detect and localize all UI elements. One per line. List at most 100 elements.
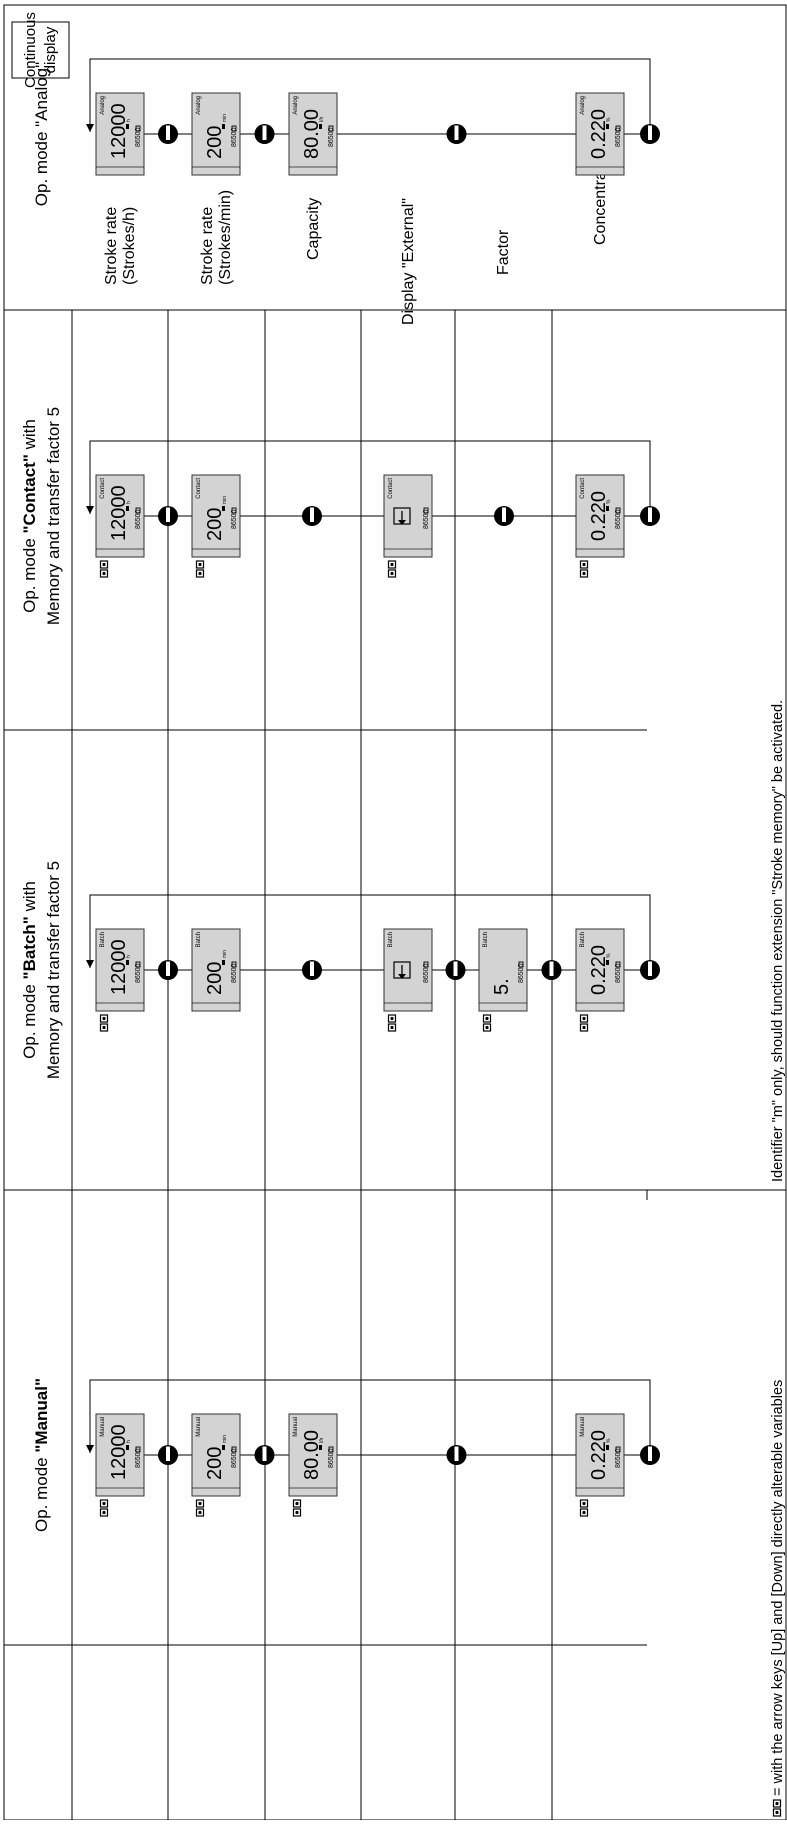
- lcd-code: 86500: [231, 1448, 238, 1468]
- info-key-icon: [445, 960, 466, 980]
- legend-row-label: Capacity: [305, 198, 322, 260]
- lcd-mode-label: Analog: [580, 96, 586, 115]
- stroke-symbol-icon: [319, 124, 322, 129]
- loop-back-line: [89, 58, 651, 135]
- arrow-keys-icon: [292, 1499, 302, 1517]
- lcd-mode-label: Manual: [580, 1417, 586, 1437]
- title-segment: Op. mode: [20, 534, 39, 613]
- lcd-display-batch: Batch 86500: [383, 928, 433, 1012]
- lcd-code: 86500: [423, 509, 430, 529]
- lcd-value: 0.220: [588, 945, 610, 995]
- stroke-symbol-icon: [319, 1445, 322, 1450]
- lcd-code: 86500: [615, 127, 622, 147]
- title-segment: with: [20, 881, 39, 916]
- lcd-value: 80.00: [301, 109, 323, 159]
- legend-row-label: Factor: [495, 229, 512, 275]
- lcd-code: 86500: [231, 509, 238, 529]
- lcd-unit: l/h: [319, 1438, 325, 1444]
- lcd-code: 86500: [135, 1448, 142, 1468]
- info-key-icon: [640, 960, 660, 980]
- lcd-unit: l/h: [319, 117, 325, 123]
- footnote-identifier: Identifier "m" only, should function ext…: [770, 700, 786, 1182]
- lcd-value: 12000: [108, 1424, 130, 1480]
- lcd-screen: [478, 928, 528, 1012]
- loop-arrow-head: [86, 1445, 94, 1453]
- stroke-symbol-icon: [606, 124, 609, 129]
- footnote-identifier-text: Identifier "m" only, should function ext…: [770, 700, 786, 1182]
- lcd-screen: [575, 1413, 625, 1497]
- stroke-symbol-icon: [606, 960, 609, 965]
- external-icon: [398, 520, 406, 525]
- lcd-mode-label: Contact: [196, 478, 202, 499]
- lcd-code: 86500: [231, 963, 238, 983]
- arrow-keys-icon: [99, 560, 109, 578]
- lcd-screen: [95, 928, 145, 1012]
- footnote-arrow-keys-text: = with the arrow keys [Up] and [Down] di…: [770, 1380, 786, 1796]
- column-title-analog: Op. mode "Analog": [32, 62, 51, 206]
- column-title-line: Op. mode "Contact" with: [20, 419, 39, 613]
- lcd-mode-label: Manual: [293, 1417, 299, 1437]
- arrow-keys-icon: [99, 1499, 109, 1517]
- info-key-icon: [446, 1445, 467, 1465]
- info-key-icon: [158, 960, 178, 980]
- loop-back-line: [89, 894, 651, 971]
- lcd-value: 12000: [108, 939, 130, 995]
- column-title-line: Op. mode "Batch" with: [20, 881, 39, 1059]
- lcd-code: 86500: [615, 963, 622, 983]
- stroke-symbol-icon: [606, 1445, 609, 1450]
- lcd-code: 86500: [231, 127, 238, 147]
- lock-icon: [231, 125, 237, 132]
- info-key-icon: [640, 1445, 660, 1465]
- title-segment: Memory and transfer factor 5: [44, 407, 63, 625]
- lcd-screen: [191, 1413, 241, 1497]
- loop-arrow-head: [86, 960, 94, 968]
- arrow-keys-icon: [579, 560, 589, 578]
- lcd-screen: [288, 92, 338, 176]
- lcd-code: 86500: [615, 1448, 622, 1468]
- lcd-code: 86500: [518, 963, 525, 983]
- lcd-mode-label: Contact: [580, 478, 586, 499]
- column-title-line: Op. mode "Manual": [32, 1378, 51, 1532]
- lcd-code: 86500: [328, 1448, 335, 1468]
- lcd-screen: [191, 474, 241, 558]
- lock-icon: [231, 507, 237, 514]
- lcd-unit: min: [222, 114, 228, 122]
- info-key-icon: [446, 124, 467, 144]
- lcd-code: 86500: [423, 963, 430, 983]
- arrow-keys-icon: [195, 560, 205, 578]
- lcd-mode-label: Manual: [100, 1417, 106, 1437]
- info-key-icon: [640, 124, 660, 144]
- title-segment: "Contact": [20, 454, 39, 533]
- column-title-line: Memory and transfer factor 5: [44, 407, 63, 625]
- lcd-screen: [575, 92, 625, 176]
- lcd-mode-label: Batch: [580, 932, 586, 947]
- legend-header-box: [11, 21, 70, 79]
- lcd-value: 200: [204, 126, 226, 159]
- legend-row-label: Display "External": [400, 198, 417, 325]
- lock-icon: [615, 961, 621, 968]
- stroke-symbol-icon: [222, 506, 225, 511]
- lock-icon: [328, 125, 334, 132]
- lcd-value: 200: [204, 962, 226, 995]
- lock-icon: [135, 961, 141, 968]
- loop-arrow-head: [86, 506, 94, 514]
- lcd-mode-label: Analog: [100, 96, 106, 115]
- lock-icon: [231, 961, 237, 968]
- info-key-icon: [302, 506, 322, 526]
- lcd-mode-label: Batch: [388, 932, 394, 947]
- legend-row-display_external: Display "External": [400, 198, 417, 325]
- lcd-screen: [191, 928, 241, 1012]
- external-icon: [398, 974, 406, 979]
- lock-icon: [423, 961, 429, 968]
- column-title-manual: Op. mode "Manual": [32, 1378, 51, 1532]
- lcd-unit: %: [606, 953, 612, 958]
